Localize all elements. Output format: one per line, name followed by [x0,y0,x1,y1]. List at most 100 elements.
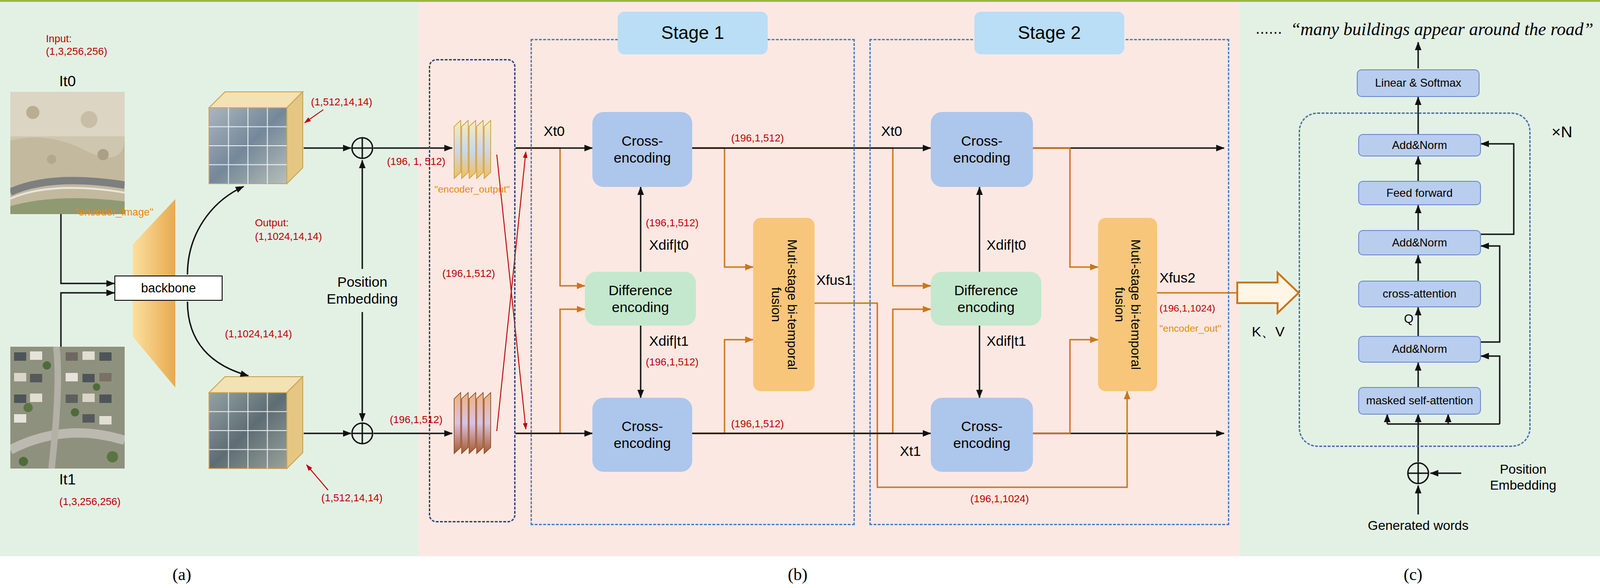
node-label: Add&Norm [1391,342,1447,357]
satellite-photo-part [97,149,109,161]
fusion-box: Muti-stage bi-temporal fusion [1098,217,1158,392]
satellite-photo-part [14,394,27,404]
token-stack-part [476,120,484,179]
annotation-text: Xfus2 [1159,269,1196,287]
connector [1418,156,1419,181]
token-stack-part [461,120,469,179]
node-label: "encoder_output" [430,183,515,195]
flow-arrow-part [373,433,453,435]
annotation-text: Xt0 [543,122,565,140]
encoder-output-group: "encoder_output" [428,59,516,523]
connector-line [1480,143,1514,235]
dimension-label: (1,3,256,256) [45,45,108,58]
satellite-photo-part [29,351,43,360]
connector [1480,143,1514,235]
decoder-layer-box: Add&Norm [1358,336,1481,363]
dimension-label: Input: [45,32,72,45]
annotation-text: Xdif|t1 [649,332,689,350]
connector-line [1417,156,1420,181]
connector [1032,339,1099,434]
flow-arrow-part [361,160,364,270]
satellite-photo-part [65,394,78,404]
flow-arrow-part [1417,414,1420,425]
sum-symbol [351,137,1429,484]
token-stack-part [454,392,461,454]
satellite-photo-part [82,414,95,423]
annotation-text: Xt0 [881,122,903,140]
dimension-label: Output: [254,216,289,230]
difference-encoding-box: Difference encoding [584,271,696,326]
fusion-box: Muti-stage bi-temporal fusion [753,217,815,392]
satellite-photo-part [106,451,119,463]
connector-line [979,325,981,398]
satellite-photo-part [10,187,125,199]
connector [692,148,754,268]
dimension-label: (1,1024,14,14) [254,230,322,243]
connector [1032,148,1099,268]
satellite-photo-part [14,414,27,423]
satellite-photo-part [10,346,125,469]
dimension-label: (196,1,1024) [970,493,1030,506]
decoder-layer-box: Add&Norm [1358,134,1481,157]
connector-line [979,186,981,272]
satellite-photo-part [18,456,29,467]
connector-line [1032,339,1099,434]
decoder-layer-box: Add&Norm [1358,230,1481,256]
panel-background-part [1239,0,1600,557]
satellite-photo-part [42,361,52,370]
annotation-text: Xfus1 [816,271,853,289]
satellite-photo-part [26,105,40,120]
satellite-photo-part [70,408,80,417]
satellite-photo [10,91,125,215]
connector-line [1417,362,1420,388]
connector-line [1417,307,1420,337]
satellite-photo-part [65,373,78,382]
token-stack-part [484,120,491,179]
stage-heading: Stage 1 [617,11,768,55]
connector [1418,97,1419,135]
satellite-photo-part [99,416,112,425]
connector [60,292,115,347]
node-label: Difference encoding [935,282,1037,316]
satellite-photo-part [65,352,78,361]
node-label: Feed forward [1386,186,1453,201]
annotation-text: Q [1404,311,1414,327]
stage-heading: Stage 2 [974,11,1125,55]
satellite-photo-part [10,91,125,215]
connector-line [1417,255,1420,281]
sum-symbol-part [351,137,373,159]
decoder-block: ×NAdd&NormFeed forwardAdd&Normcross-atte… [1298,112,1531,448]
connector [60,214,115,284]
token-stack-part [454,120,461,179]
satellite-photo-part [10,91,125,137]
annotation-text: K、V [1251,323,1285,341]
satellite-photo-part [46,154,57,165]
flow-arrow-part [1417,485,1420,515]
image-input: It1 [10,346,125,491]
feature-cube-part [209,392,287,469]
connector-line [1480,246,1500,343]
connector [515,433,593,434]
annotation-text: Xdif|t1 [986,332,1027,350]
feature-cube-part [209,392,287,469]
dimension-label: (196,1,1024) [1159,302,1216,315]
node-label: It1 [59,468,76,491]
satellite-photo-part [82,351,95,360]
satellite-photo-part [10,433,125,450]
connector-line [515,433,593,435]
sum-symbol-part [351,137,373,159]
connector [515,148,593,149]
cross-encoding-box: Cross-encoding [592,112,693,187]
node-label: cross-attention [1382,287,1457,301]
node-label: masked self-attention [1366,394,1473,408]
connector-line [60,292,115,347]
satellite-photo-part [92,383,101,391]
decoder-layer-box: Feed forward [1358,180,1481,206]
annotation-text: “many buildings appear around the road” [1290,18,1594,41]
sum-symbol-part [1407,463,1429,484]
connector-line [692,147,931,150]
sum-symbol-part [351,423,373,444]
flow-arrow [187,42,1500,515]
node-label: Cross-encoding [935,418,1029,452]
